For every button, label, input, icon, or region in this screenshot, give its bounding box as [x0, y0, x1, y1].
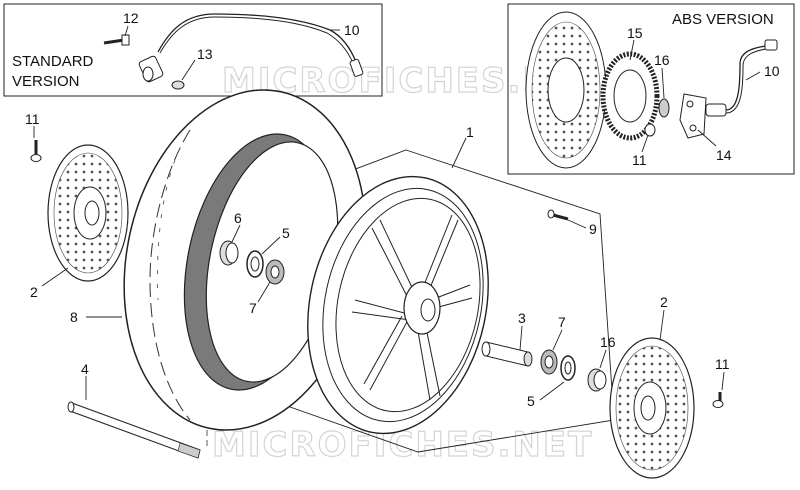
abs-sensor-14 [679, 93, 727, 139]
abs-spacer-16 [658, 98, 670, 118]
callout-13: 13 [197, 46, 213, 62]
callout-7-right: 7 [558, 314, 566, 330]
bearing-7-right [540, 349, 558, 375]
bolt-9 [547, 209, 569, 221]
spacer-6 [219, 240, 239, 266]
callout-3: 3 [518, 310, 526, 326]
callout-1: 1 [466, 124, 474, 140]
abs-sensor-cable-10 [725, 39, 778, 114]
callout-7-left: 7 [249, 300, 257, 316]
callout-10-standard: 10 [344, 22, 360, 38]
abs-version-box: ABS VERSION [507, 3, 795, 175]
callout-16-abs: 16 [654, 52, 670, 68]
bearing-7-left [265, 259, 285, 285]
wheel-rim [307, 175, 489, 435]
cap-13 [171, 80, 185, 90]
callout-10-abs: 10 [764, 63, 780, 79]
speed-sensor-cable [138, 13, 364, 83]
standard-version-title-line2: VERSION [12, 73, 80, 90]
seal-5-right [560, 355, 576, 381]
seal-5-left [246, 250, 264, 278]
standard-version-box: STANDARD VERSION [3, 3, 383, 97]
callout-11-left: 11 [25, 111, 40, 127]
abs-version-title: ABS VERSION [672, 11, 774, 28]
callout-labels: 12 10 13 15 16 10 11 14 11 1 6 5 7 9 2 8… [25, 10, 780, 409]
callout-8: 8 [70, 309, 78, 325]
callout-5-right: 5 [527, 393, 535, 409]
abs-tone-ring [600, 51, 660, 141]
callout-16-right: 16 [600, 334, 616, 350]
callout-11-right: 11 [715, 356, 730, 372]
callout-15: 15 [627, 25, 643, 41]
abs-brake-disc [525, 11, 607, 169]
leader-lines [33, 25, 761, 401]
spacer-16 [587, 368, 607, 392]
callout-2-left: 2 [30, 284, 38, 300]
standard-version-title-line1: STANDARD [12, 53, 94, 70]
callout-4: 4 [81, 361, 89, 377]
callout-6: 6 [234, 210, 242, 226]
spacer-3 [481, 341, 533, 367]
abs-bolt-11 [644, 123, 656, 137]
bolt-11-right [712, 392, 724, 408]
callout-2-right: 2 [660, 294, 668, 310]
callout-12: 12 [123, 10, 139, 26]
bolt-11-left [30, 140, 42, 162]
brake-disc-left [47, 144, 129, 282]
callout-11-abs: 11 [632, 152, 647, 168]
bolt-12 [103, 34, 130, 46]
callout-9: 9 [589, 221, 597, 237]
brake-disc-right [609, 337, 695, 479]
callout-14: 14 [716, 147, 732, 163]
wheel-axle-4 [67, 401, 201, 459]
callout-5-left: 5 [282, 225, 290, 241]
